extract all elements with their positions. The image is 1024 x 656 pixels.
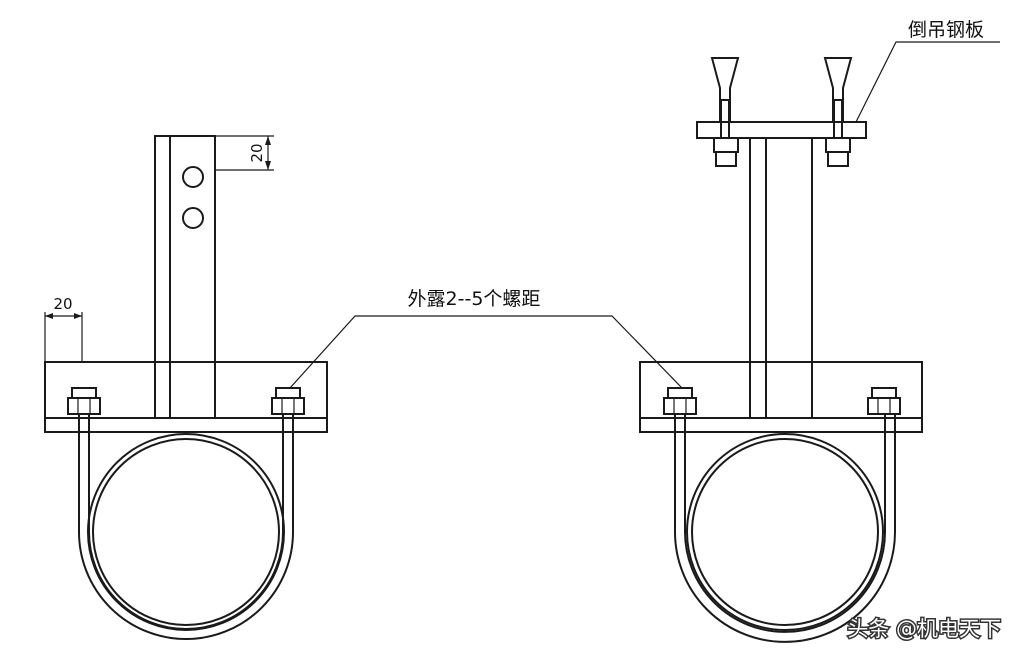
right-nut-b <box>867 387 901 415</box>
left-nut-b <box>271 387 305 415</box>
callout-exposed-threads: 外露2--5个螺距 <box>289 288 683 389</box>
right-nut-a <box>663 387 697 415</box>
bolt-hole-lower <box>182 207 204 229</box>
left-base-channel <box>44 361 328 433</box>
dim-left-label: 20 <box>53 295 72 313</box>
left-angle-steel <box>154 135 216 418</box>
left-dim-top: 20 <box>215 135 274 171</box>
left-dim-side: 20 <box>44 295 83 362</box>
right-base-channel <box>639 361 923 433</box>
right-u-bolt-inner <box>684 390 886 633</box>
right-pipe-outer <box>686 433 884 631</box>
hanging-steel-plate <box>696 121 867 139</box>
left-u-bolt-outer <box>78 390 294 640</box>
right-angle-steel <box>749 137 813 418</box>
plate-nut-left <box>713 137 739 167</box>
bolt-hole-upper <box>182 166 204 188</box>
watermark-text: 头条 @机电天下 <box>847 617 1001 641</box>
right-pipe-inner <box>691 438 879 626</box>
hanging-plate-label: 倒吊钢板 <box>908 19 984 41</box>
callout-hanging-plate: 倒吊钢板 <box>855 19 1000 123</box>
dim-top-label: 20 <box>248 143 266 162</box>
exposed-threads-label: 外露2--5个螺距 <box>408 288 541 310</box>
left-u-bolt-inner <box>88 390 284 630</box>
left-nut-a <box>67 387 101 415</box>
watermark: 头条 @机电天下 <box>846 616 1003 643</box>
right-bracket <box>639 57 923 643</box>
left-pipe-inner <box>92 438 280 626</box>
left-bracket: 20 20 <box>44 135 328 640</box>
right-u-bolt-outer <box>674 390 896 643</box>
plate-nut-right <box>825 137 851 167</box>
